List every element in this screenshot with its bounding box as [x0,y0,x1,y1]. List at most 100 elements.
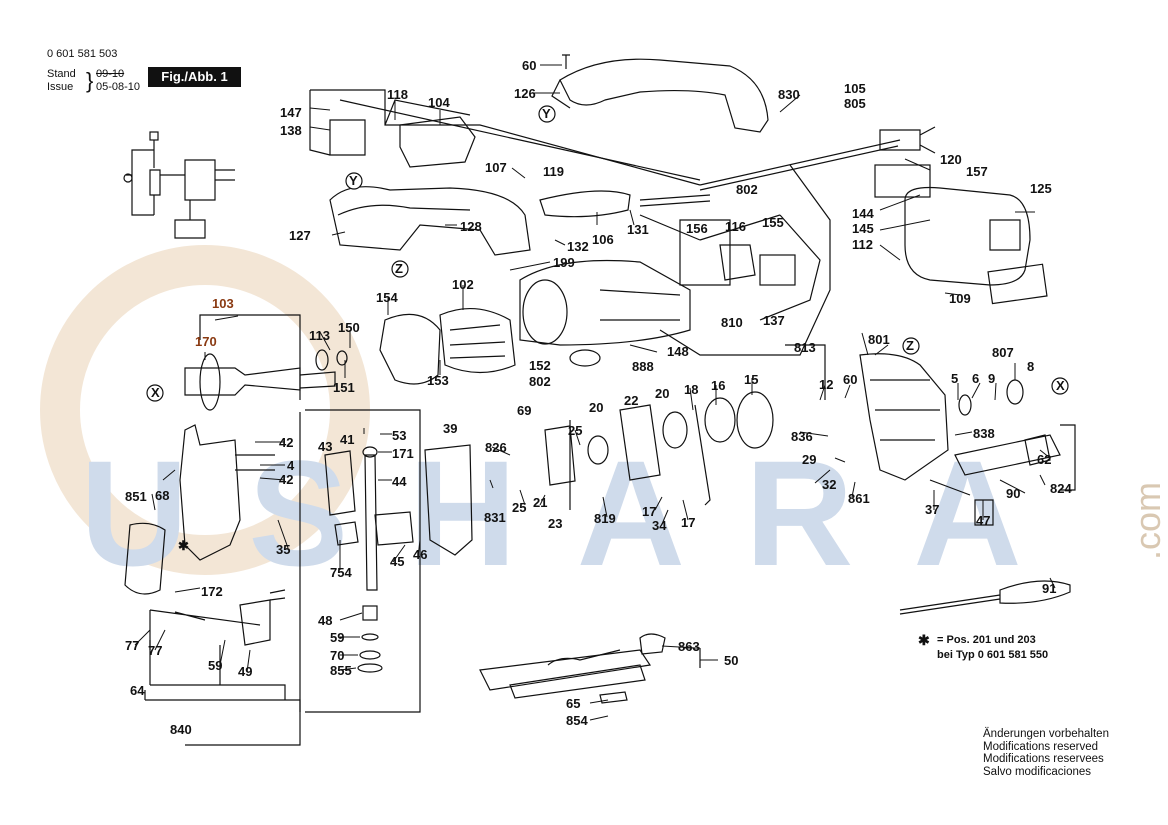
callout-151: 151 [333,380,355,395]
callout-813: 813 [794,340,816,355]
field-part [439,307,516,374]
part-number: 0 601 581 503 [47,48,118,60]
stand-label: Stand [47,68,76,80]
callout-819: 819 [594,511,616,526]
watermark-text: USHARA [80,429,1082,597]
callout-32: 32 [822,477,836,492]
callout-45: 45 [390,554,404,569]
callout-154: 154 [376,290,398,305]
callout-830: 830 [778,87,800,102]
callout-4: 4 [287,458,295,473]
callout-888: 888 [632,359,654,374]
callout-138: 138 [280,123,302,138]
callout-109: 109 [949,291,971,306]
callout-105: 105 [844,81,866,96]
notice-es: Salvo modificaciones [983,765,1092,778]
callout-116: 116 [725,219,746,234]
callout-810: 810 [721,315,743,330]
callout-21: 21 [533,495,547,510]
callout-104: 104 [428,95,450,110]
callout-145: 145 [852,221,874,236]
marker-x2: X [1056,378,1065,393]
callout-155: 155 [762,215,784,230]
callout-148: 148 [667,344,689,359]
motor-housing-part [519,259,691,346]
callout-50: 50 [724,653,738,668]
callout-60: 60 [522,58,536,73]
callout-125: 125 [1030,181,1052,196]
callout-6: 6 [972,371,979,386]
gear-housing-part [904,186,1031,286]
callout-64: 64 [130,683,145,698]
callout-20b: 20 [655,386,669,401]
callout-69: 69 [517,403,531,418]
marker-x1: X [151,385,160,400]
marker-z1: Z [395,261,403,276]
callout-16: 16 [711,378,725,393]
callout-77: 77 [125,638,139,653]
wiring-schematic [123,131,235,239]
callout-156: 156 [686,221,708,236]
callout-128: 128 [460,219,482,234]
callout-106: 106 [592,232,614,247]
callout-53: 53 [392,428,406,443]
issue-date: 05-08-10 [96,81,141,93]
callout-37: 37 [925,502,939,517]
brace-icon: } [86,68,94,93]
callout-126: 126 [514,86,536,101]
callout-801: 801 [868,332,890,347]
notice-fr: Modifications reservees [983,753,1104,765]
callout-172: 172 [201,584,223,599]
callout-17b: 17 [681,515,695,530]
notice-en: Modifications reserved [983,740,1099,753]
callout-44: 44 [392,474,407,489]
callout-25: 25 [568,423,582,438]
callout-49: 49 [238,664,252,679]
left-housing-part [179,424,241,561]
callout-46: 46 [413,547,427,562]
notice-de: Änderungen vorbehalten [983,728,1109,740]
callout-854: 854 [566,713,588,728]
callout-157: 157 [966,164,988,179]
callout-23: 23 [548,516,562,531]
callout-127: 127 [289,228,311,243]
reference-markers [146,105,1069,402]
callout-118: 118 [387,87,408,102]
handle-part [559,58,769,133]
callout-17: 17 [642,504,656,519]
callout-152: 152 [529,358,551,373]
callout-12: 12 [819,377,833,392]
callout-91: 91 [1042,581,1056,596]
callout-18: 18 [684,382,698,397]
callout-150: 150 [338,320,360,335]
marker-y2: Y [349,173,358,188]
callout-112: 112 [852,237,873,252]
callout-8: 8 [1027,359,1034,374]
callout-25b: 25 [512,500,526,515]
gearbox-part [859,353,949,481]
callout-805: 805 [844,96,866,111]
callout-39: 39 [443,421,457,436]
callout-120: 120 [940,152,962,167]
callout-802: 802 [736,182,758,197]
callout-861: 861 [848,491,870,506]
callout-131: 131 [627,222,649,237]
figure-label: Fig./Abb. 1 [148,67,241,87]
callout-119: 119 [543,164,564,179]
cord-part [699,139,901,186]
fan-part [379,313,441,385]
callout-65: 65 [566,696,580,711]
callout-855: 855 [330,663,352,678]
callout-863: 863 [678,639,700,654]
callout-68: 68 [155,488,169,503]
asterisk-icon: ✱ [918,632,930,648]
callout-43: 43 [318,439,332,454]
callout-59: 59 [330,630,344,645]
callout-836: 836 [791,429,813,444]
callout-42: 42 [279,435,293,450]
callout-47: 47 [976,513,990,528]
callout-153: 153 [427,373,449,388]
issue-label: Issue [47,81,74,93]
